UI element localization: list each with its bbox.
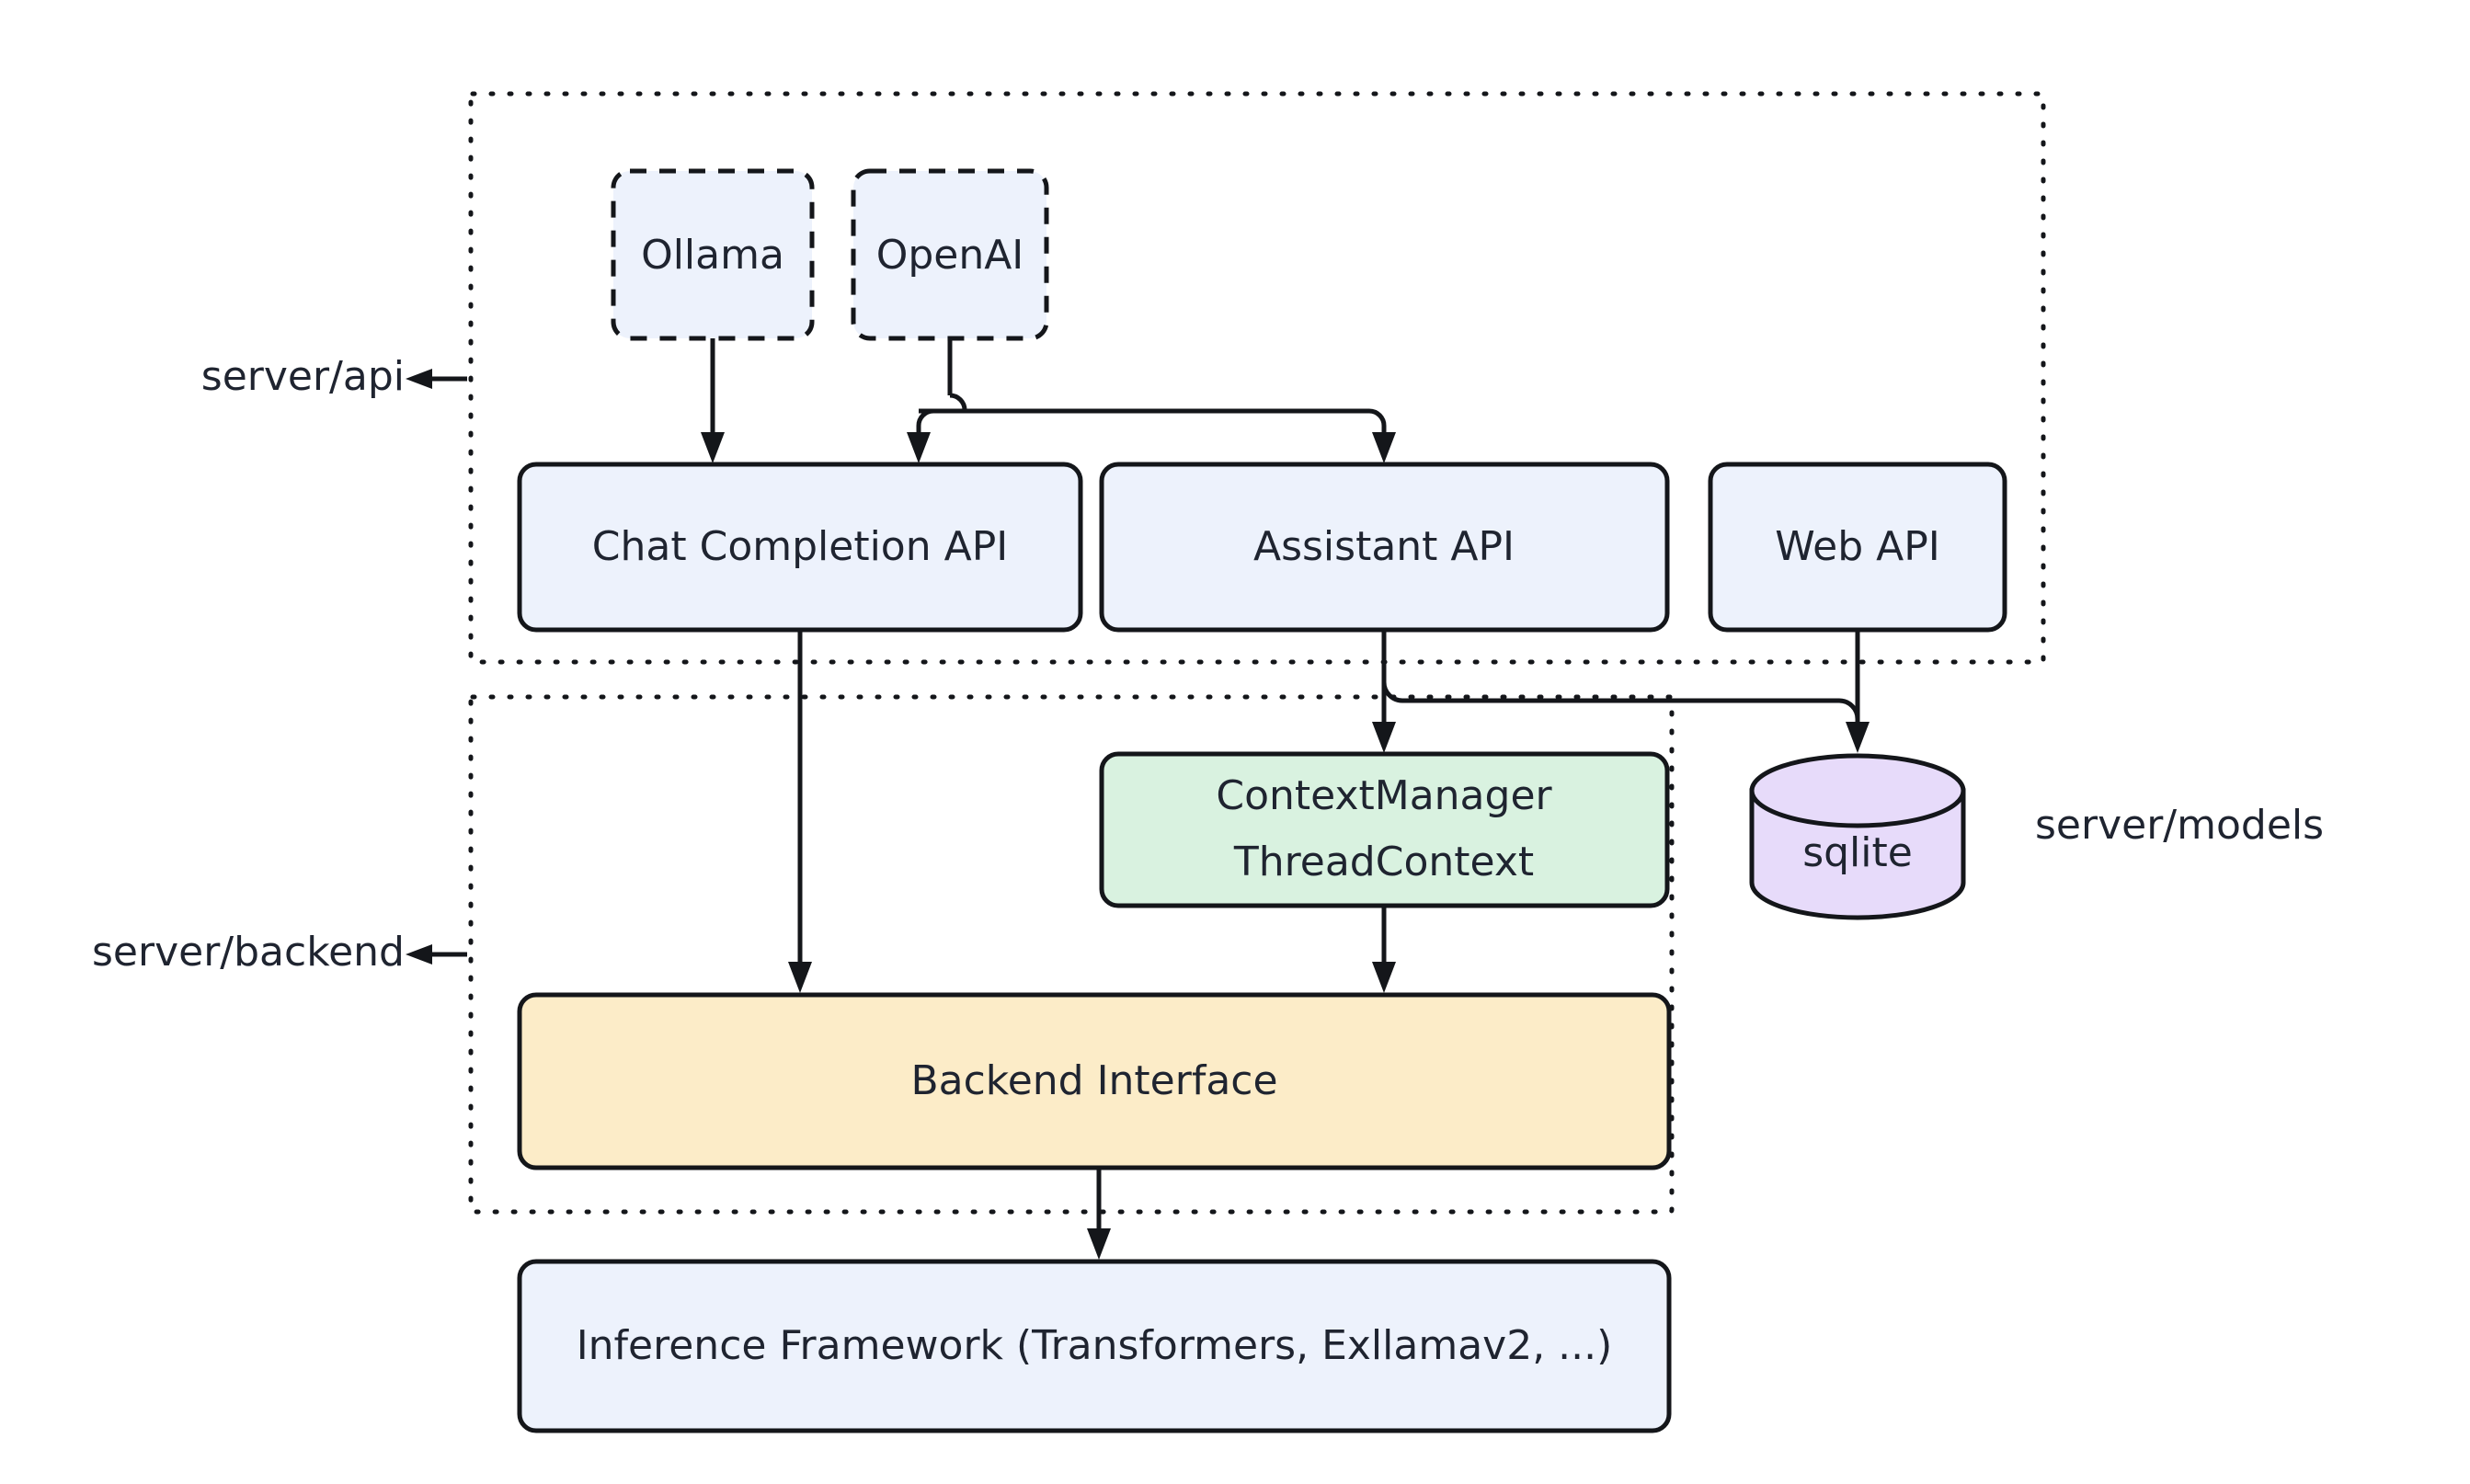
- group-label-server-models-text: server/models: [2035, 802, 2324, 849]
- node-contextmanager-shape[interactable]: [1099, 751, 1670, 908]
- node-backend-interface[interactable]: Backend Interface: [517, 992, 1672, 1170]
- edge-backend-interface-to-inference-framework: [1087, 1168, 1111, 1260]
- group-label-server-api: server/api: [201, 353, 467, 400]
- group-container-server-backend: [468, 694, 1675, 1215]
- edge-ollama-to-chat-completion-api: [701, 338, 725, 463]
- node-contextmanager-threadcontext[interactable]: ContextManager ThreadContext: [1099, 751, 1670, 908]
- node-sqlite[interactable]: sqlite: [1749, 753, 1966, 920]
- node-web-api[interactable]: Web API: [1708, 462, 2007, 633]
- node-ollama-shape[interactable]: [611, 168, 815, 341]
- node-sqlite-label: sqlite: [1802, 829, 1913, 876]
- group-label-server-backend-text: server/backend: [92, 929, 405, 976]
- edge-assistant-api-to-contextmanager: [1372, 631, 1396, 753]
- node-backend-interface-shape[interactable]: [517, 992, 1672, 1170]
- node-chat-completion-api-shape[interactable]: [517, 462, 1083, 633]
- node-assistant-api-shape[interactable]: [1099, 462, 1670, 633]
- node-inference-framework-shape[interactable]: [517, 1259, 1672, 1433]
- edge-assistant-api-to-sqlite: [1381, 681, 1870, 753]
- edge-chat-completion-api-to-backend-interface: [788, 631, 812, 993]
- node-inference-framework-label: Inference Framework (Transformers, Exlla…: [577, 1322, 1613, 1369]
- node-ollama[interactable]: Ollama: [611, 168, 815, 341]
- node-inference-framework[interactable]: Inference Framework (Transformers, Exlla…: [517, 1259, 1672, 1433]
- node-chat-completion-api[interactable]: Chat Completion API: [517, 462, 1083, 633]
- node-web-api-label: Web API: [1775, 523, 1940, 570]
- node-sqlite-cylinder-top: [1749, 753, 1966, 828]
- node-openai[interactable]: OpenAI: [851, 168, 1049, 341]
- node-ollama-label: Ollama: [641, 232, 784, 279]
- group-container-server-api: [468, 91, 2046, 665]
- node-web-api-shape[interactable]: [1708, 462, 2007, 633]
- node-assistant-api[interactable]: Assistant API: [1099, 462, 1670, 633]
- node-assistant-api-label: Assistant API: [1253, 523, 1515, 570]
- node-chat-completion-api-label: Chat Completion API: [592, 523, 1008, 570]
- node-backend-interface-label: Backend Interface: [910, 1057, 1277, 1104]
- group-label-server-api-text: server/api: [201, 353, 405, 400]
- edge-contextmanager-to-backend-interface: [1372, 906, 1396, 993]
- node-openai-shape[interactable]: [851, 168, 1049, 341]
- group-label-server-backend: server/backend: [92, 929, 467, 976]
- node-openai-label: OpenAI: [876, 232, 1024, 279]
- node-contextmanager-label-line1: ContextManager: [1216, 772, 1552, 819]
- edge-openai-fork: [907, 338, 1396, 463]
- node-contextmanager-label-line2: ThreadContext: [1233, 839, 1534, 885]
